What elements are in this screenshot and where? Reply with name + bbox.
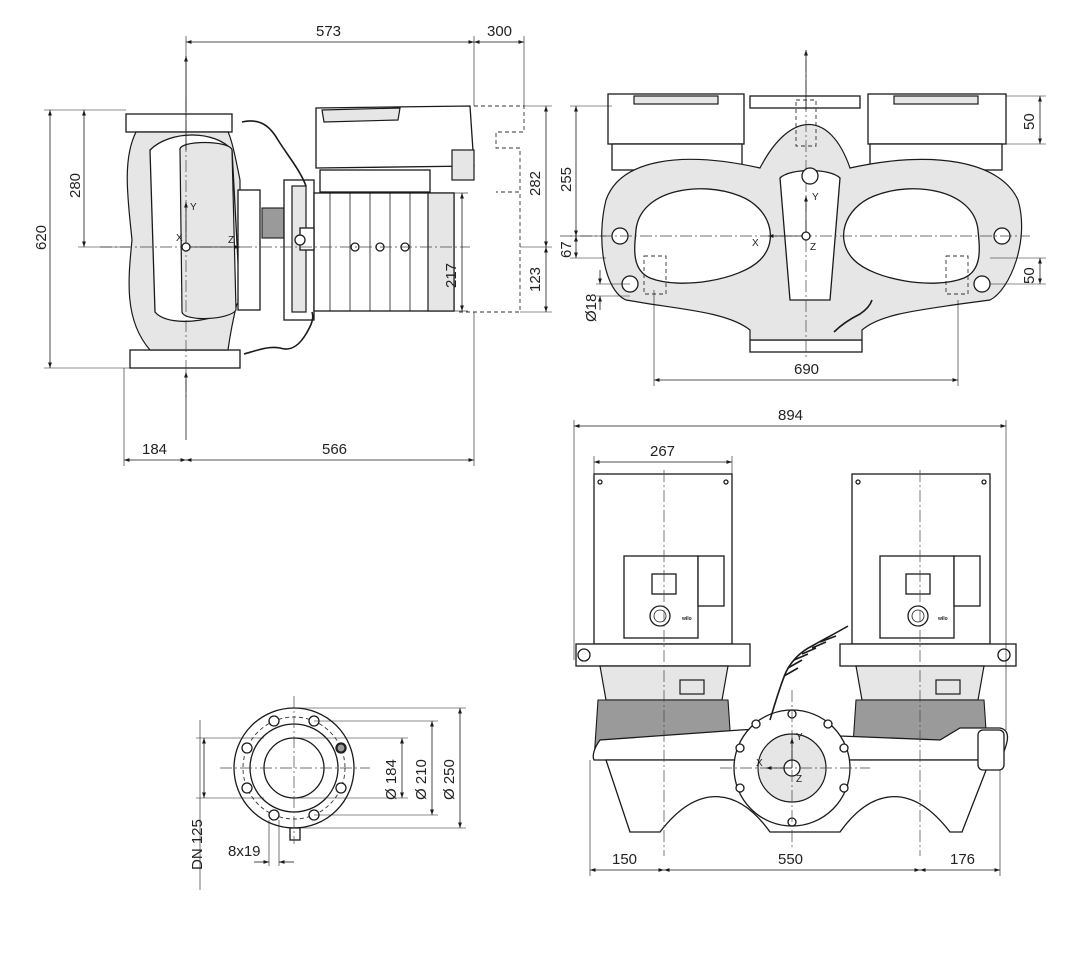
dim-67: 67 [558,241,575,258]
front-outlet-right [977,729,1005,771]
dim-300: 300 [487,23,512,40]
front-axes: X Y Z [756,732,803,785]
dim-d184: Ø 184 [383,759,400,800]
front-dimensions: 894 267 150 550 176 [573,407,1007,876]
front-pump-right: wilo [839,473,1017,761]
dim-690: 690 [794,361,819,378]
front-pump-left: wilo [575,473,751,761]
dim-894: 894 [778,407,803,424]
dim-550: 550 [778,851,803,868]
top-axis-x: X [752,238,759,249]
dim-217: 217 [443,263,460,288]
dim-123: 123 [527,267,544,292]
dim-282: 282 [527,171,544,196]
top-hidden-foot-left [643,255,667,295]
dim-566: 566 [322,441,347,458]
side-electronics-module [315,105,475,193]
top-axes: X Y Z [752,192,819,253]
front-cable-coils [783,635,837,677]
dim-8x19: 8x19 [228,843,261,860]
dim-176: 176 [950,851,975,868]
dim-18: Ø18 [583,294,600,322]
front-view: wilo wilo [573,407,1017,876]
dim-620: 620 [33,225,50,250]
side-axes: Y X Z [176,202,240,252]
dim-50-top: 50 [1021,113,1038,130]
side-cable-top [241,120,307,187]
top-cable [833,299,873,333]
top-flange-top [749,95,861,109]
front-brand-left: wilo [681,616,692,622]
dim-184: 184 [142,441,167,458]
flange-tab [289,827,301,841]
top-axis-y: Y [812,192,819,203]
dim-573: 573 [316,23,341,40]
flange-dimensions: Ø 184 Ø 210 Ø 250 DN 125 8x19 [189,707,466,890]
side-pump-housing [125,113,285,369]
dim-d210: Ø 210 [413,759,430,800]
top-module-left [607,93,745,171]
top-hidden-foot-right [945,255,969,295]
dim-dn125: DN 125 [189,819,206,870]
top-bolt-right-low [973,275,991,293]
top-center-ring [801,167,819,185]
front-axis-y: Y [796,732,803,743]
side-clearance-outline [456,105,525,313]
dim-50-bottom: 50 [1021,267,1038,284]
dim-267: 267 [650,443,675,460]
dim-150: 150 [612,851,637,868]
top-module-right [867,93,1007,171]
top-dimensions: 255 67 Ø18 50 50 690 [558,95,1046,386]
front-axis-x: X [756,758,763,769]
side-cable-bottom [243,311,314,355]
front-axis-z: Z [796,774,802,785]
front-brand-right: wilo [937,616,948,622]
side-axis-z: Z [228,235,234,246]
side-dimensions: 573 300 620 280 282 123 217 184 [33,23,552,466]
top-view: X Y Z 255 67 Ø18 50 50 [558,50,1046,386]
dim-255: 255 [558,167,575,192]
side-axis-y: Y [190,202,197,213]
top-axis-z: Z [810,242,816,253]
dim-280: 280 [67,173,84,198]
side-view: Y X Z 573 300 620 280 282 12 [33,23,552,466]
front-cable [769,625,849,721]
flange-detail: Ø 184 Ø 210 Ø 250 DN 125 8x19 [189,696,466,890]
dim-d250: Ø 250 [441,759,458,800]
side-axis-x: X [176,233,183,244]
side-motor [294,192,455,312]
